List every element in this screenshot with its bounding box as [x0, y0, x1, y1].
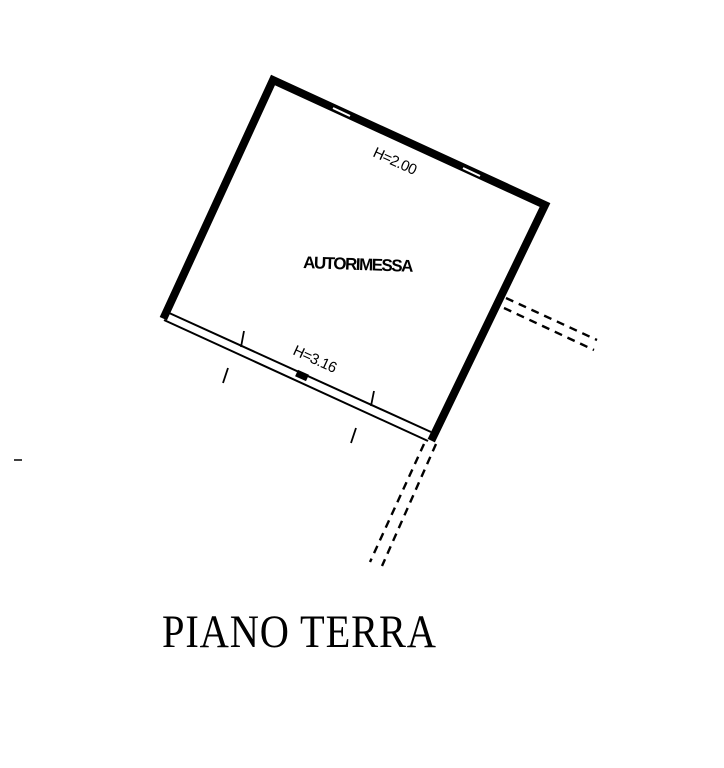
floor-title: PIANO TERRA [162, 606, 437, 658]
window-marks [332, 107, 481, 177]
boundary-dashed-bottom [368, 443, 438, 567]
gate-opening [163, 311, 432, 444]
room-walls [159, 74, 551, 443]
boundary-dashed-right [503, 296, 598, 352]
room-label: AUTORIMESSA [303, 253, 414, 276]
height-label-top: H=2.00 [370, 144, 419, 179]
